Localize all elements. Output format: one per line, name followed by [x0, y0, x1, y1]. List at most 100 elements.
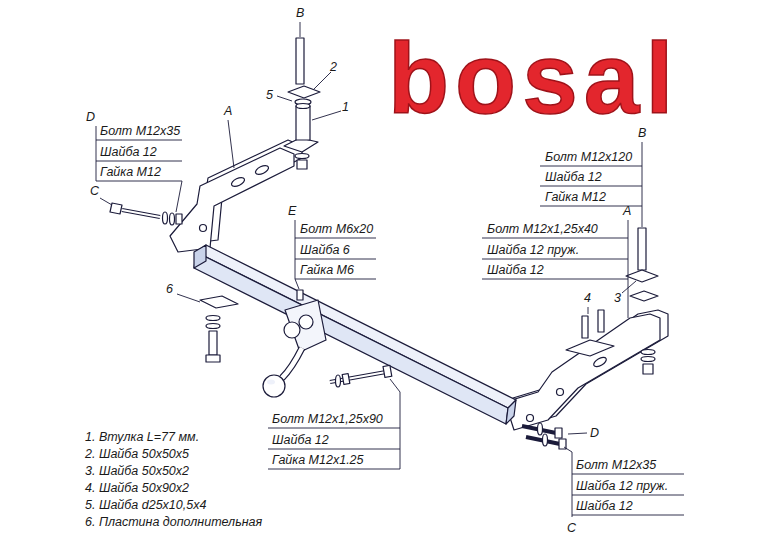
part-spec: Гайка М12 [100, 165, 161, 179]
callout-letter: A [224, 104, 232, 118]
crossbar-end [194, 245, 206, 268]
bolt-head [206, 355, 220, 362]
bolt [209, 331, 217, 355]
bracket-hole [557, 389, 564, 396]
underline [295, 279, 376, 280]
extra-plate [200, 296, 238, 308]
washer [626, 270, 658, 282]
callout-number: 3 [614, 291, 621, 305]
bolt [297, 290, 303, 300]
part-spec: Гайка М12х1.25 [272, 453, 364, 467]
part-spec: Болт М6х20 [300, 222, 373, 236]
leader-line [312, 111, 341, 120]
ball-neck [282, 348, 302, 378]
callout-letter: E [288, 204, 296, 218]
leader-line [177, 294, 200, 302]
washer [538, 423, 543, 435]
part-spec: Шайба 12 [100, 145, 157, 159]
washer [630, 291, 658, 301]
leader-line [628, 220, 629, 318]
leader-line [400, 392, 401, 469]
part-spec: Болт М12х120 [545, 150, 632, 164]
callout-number: 4 [584, 291, 591, 305]
leader-line [588, 307, 589, 314]
leader-line [300, 22, 301, 37]
part-spec: Шайба 12 [272, 433, 329, 447]
leader-line [314, 72, 331, 89]
nut [342, 374, 350, 385]
underline [572, 495, 684, 496]
washer [641, 357, 655, 362]
leader-line [390, 379, 400, 392]
bracket-plate [505, 314, 660, 430]
bracket-hole [230, 176, 246, 188]
bolt [582, 316, 588, 338]
leader-line [642, 142, 643, 227]
bracket-plate [170, 148, 294, 252]
part-spec: Болт М12х35 [100, 124, 180, 138]
bolt-head [555, 428, 562, 438]
part-spec: Болт М12х1,25х90 [272, 412, 383, 426]
bolt [638, 228, 646, 270]
bolt [122, 210, 160, 217]
callout-number: 5 [266, 88, 273, 102]
callout-number: 6 [166, 282, 173, 296]
part-spec: Болт М12х1,25х40 [487, 222, 598, 236]
underline [540, 166, 642, 167]
callout-letter: A [623, 204, 631, 218]
parts-note: 1. Втулка L=77 мм. [85, 430, 199, 444]
ball-neck [282, 348, 302, 378]
underline [482, 238, 628, 239]
callout-letter: D [86, 110, 95, 124]
underline [268, 449, 400, 450]
underline [295, 238, 376, 239]
callout-number: 1 [342, 100, 349, 114]
crossbar-end [506, 400, 516, 424]
part-spec: Шайба 12 пруж. [576, 479, 668, 493]
part-spec: Шайба 12 [487, 263, 544, 277]
washer [206, 324, 220, 329]
underline [96, 161, 182, 162]
bolt-head [383, 365, 392, 377]
leader-line [568, 433, 587, 434]
part-spec: Шайба 12 [576, 499, 633, 513]
washer [295, 154, 309, 159]
bushing-top [296, 104, 310, 109]
nut [297, 160, 307, 169]
leader-line [295, 279, 299, 289]
part-spec: Болт М12х35 [576, 458, 656, 472]
brand-logo: bosal [388, 28, 679, 128]
part-spec: Шайба 12 пруж. [487, 243, 579, 257]
leader-line [100, 198, 112, 205]
leader-line [295, 220, 296, 279]
callout-number: 2 [330, 60, 337, 74]
callout-letter: C [90, 184, 99, 198]
callout-letter: C [567, 521, 576, 535]
leader-line [572, 452, 573, 517]
leader-line [96, 126, 97, 181]
crossbar-top [196, 245, 516, 408]
washer [641, 350, 655, 355]
part-spec: Гайка М12 [545, 190, 606, 204]
underline [96, 181, 182, 182]
leader-line [564, 447, 572, 452]
parts-note: 4. Шайба 50х90х2 [85, 481, 189, 495]
leader-line [622, 281, 636, 293]
washer [163, 212, 168, 224]
parts-note: 2. Шайба 50х50х5 [85, 447, 189, 461]
tow-ball [263, 375, 285, 397]
nut [643, 364, 653, 374]
bracket-hole [200, 225, 207, 232]
callout-letter: B [638, 126, 646, 140]
underline [295, 259, 376, 260]
leader-line [228, 120, 234, 168]
underline [572, 515, 684, 516]
washer [206, 316, 220, 321]
bolt [598, 310, 604, 332]
bolt [122, 210, 160, 217]
bolt [296, 38, 304, 84]
callout-letter: B [296, 6, 304, 20]
underline [268, 428, 400, 429]
socket-hole [299, 315, 313, 329]
washer [336, 375, 341, 387]
